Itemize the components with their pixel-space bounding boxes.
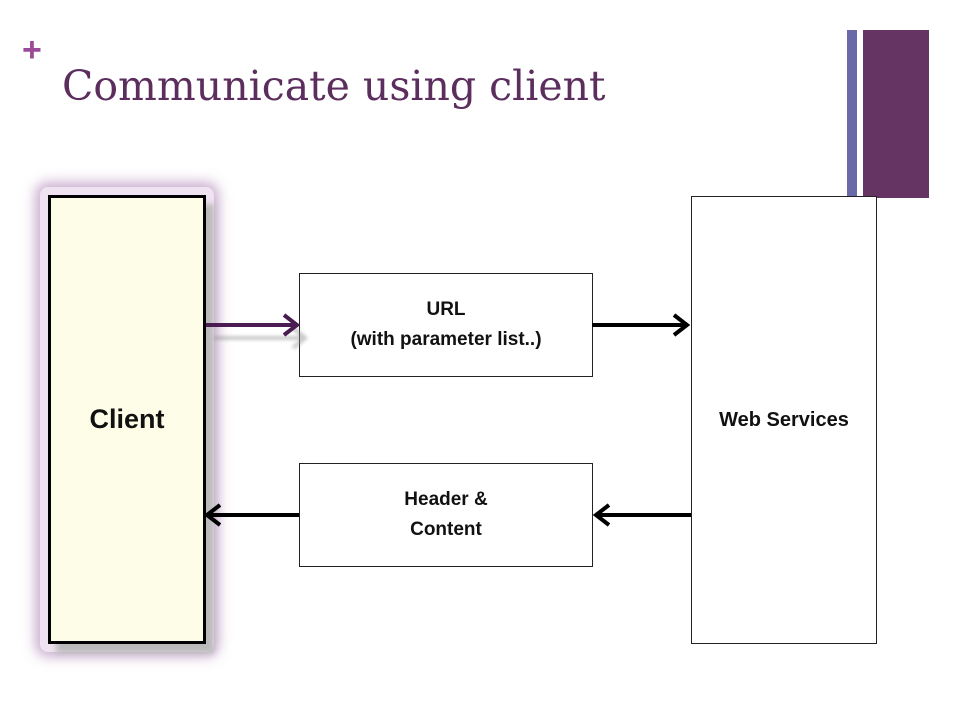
- request-to-server-arrow: [592, 313, 691, 337]
- plus-icon: +: [22, 31, 42, 69]
- web-services-box: Web Services: [691, 196, 877, 644]
- client-to-request-arrow: [206, 313, 301, 337]
- slide-title: Communicate using client: [62, 62, 606, 110]
- response-line-2: Content: [410, 519, 482, 540]
- client-arrow-shadow: [214, 326, 309, 350]
- accent-bar-wide: [863, 30, 929, 198]
- response-line-1: Header &: [404, 489, 488, 510]
- accent-bar-thin: [847, 30, 857, 196]
- request-box: URL (with parameter list..): [299, 273, 593, 377]
- client-label: Client: [89, 404, 165, 434]
- client-box: Client: [48, 195, 206, 644]
- web-services-label: Web Services: [719, 408, 849, 431]
- request-line-2: (with parameter list..): [350, 329, 542, 350]
- response-to-client-arrow: [203, 503, 299, 527]
- request-line-1: URL: [426, 299, 466, 320]
- server-to-response-arrow: [592, 503, 691, 527]
- response-box: Header & Content: [299, 463, 593, 567]
